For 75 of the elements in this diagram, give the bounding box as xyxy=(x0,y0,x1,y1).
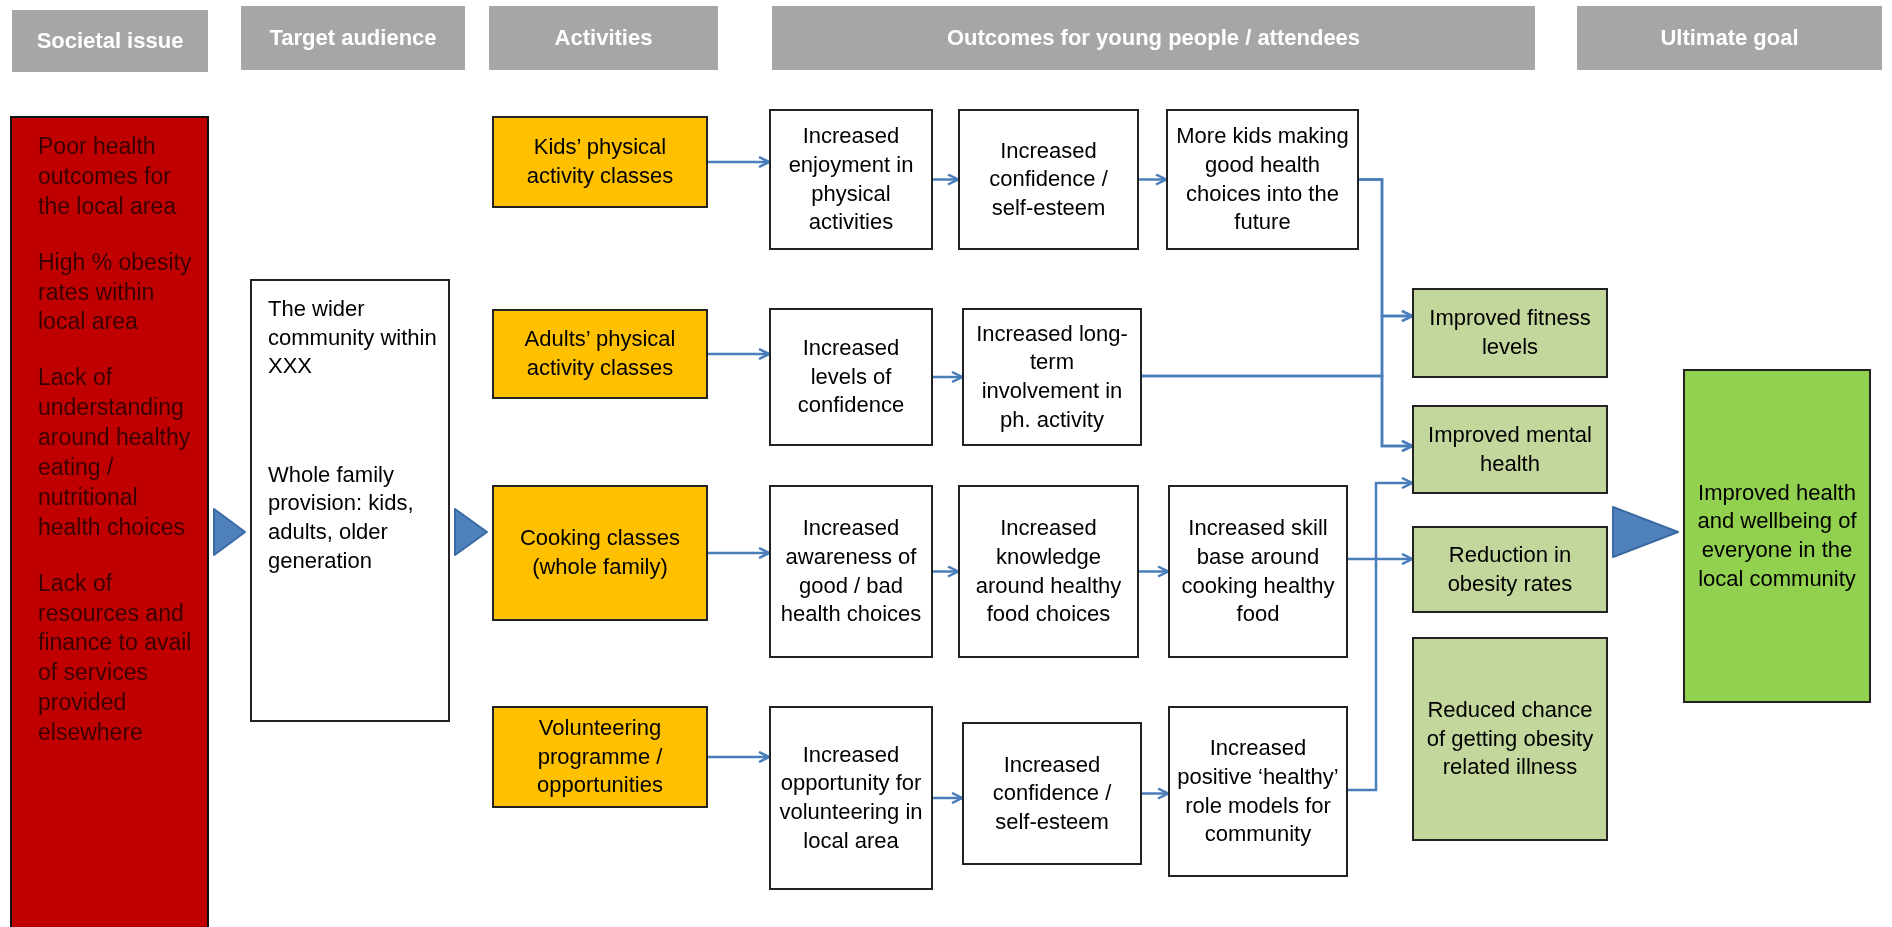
audience-box xyxy=(250,279,450,722)
arrow xyxy=(933,791,964,805)
box-text: High % obesity rates within local area xyxy=(38,247,193,337)
arrow xyxy=(708,750,771,764)
box-text: Reduction in obesity rates xyxy=(1446,540,1574,598)
box-text: Improved fitness levels xyxy=(1428,304,1592,361)
box-text: Volunteering programme / opportunities xyxy=(536,714,664,800)
header-text: Outcomes for young people / attendees xyxy=(946,23,1361,52)
arrow xyxy=(1142,374,1414,453)
box-text: More kids making good health choices into the future xyxy=(1175,122,1350,237)
outcome-box xyxy=(769,308,933,446)
box-text: Increased confidence / self-esteem xyxy=(991,750,1113,836)
result-box xyxy=(1412,637,1608,841)
header-bar xyxy=(1577,6,1882,70)
arrow xyxy=(1348,476,1414,792)
activity-box xyxy=(492,485,708,621)
chevron-arrow xyxy=(213,508,246,556)
arrow xyxy=(1348,552,1414,566)
header-text: Societal issue xyxy=(36,26,184,55)
activity-box xyxy=(492,706,708,808)
outcome-box xyxy=(1168,706,1348,877)
box-text: Improved health and wellbeing of everyone in the local community xyxy=(1697,478,1857,593)
chevron-arrow xyxy=(454,508,488,556)
outcome-box xyxy=(962,308,1142,446)
arrow xyxy=(708,347,771,361)
box-text: Increased awareness of good / bad health choices xyxy=(779,514,923,629)
box-text: Whole family provision: kids, adults, older generation xyxy=(268,460,415,575)
arrow xyxy=(1139,565,1170,578)
goal-box xyxy=(1683,369,1871,703)
outcome-box xyxy=(769,485,933,658)
box-text: Increased levels of confidence xyxy=(796,334,906,420)
outcome-box xyxy=(962,722,1142,865)
header-bar xyxy=(241,6,465,70)
box-text: Cooking classes (whole family) xyxy=(518,524,682,581)
arrow xyxy=(1139,173,1168,186)
activity-box xyxy=(492,116,708,208)
box-text: Increased confidence / self-esteem xyxy=(988,136,1109,222)
arrow xyxy=(708,546,771,560)
box-text: Poor health outcomes for the local area xyxy=(38,132,178,221)
header-text: Target audience xyxy=(269,23,437,52)
box-text: Lack of resources and finance to avail of services provided elsewhere xyxy=(38,568,193,748)
header-bar xyxy=(772,6,1535,70)
outcome-box xyxy=(958,485,1139,658)
box-text: The wider community within XXX xyxy=(268,295,438,381)
result-box xyxy=(1412,288,1608,378)
outcome-box xyxy=(1168,485,1348,658)
header-text: Activities xyxy=(554,23,653,52)
box-text: Improved mental health xyxy=(1427,420,1593,478)
outcome-box xyxy=(958,109,1139,250)
box-text: Adults’ physical activity classes xyxy=(523,325,677,382)
outcome-box xyxy=(1166,109,1359,250)
arrow xyxy=(1142,787,1170,800)
issue-box xyxy=(10,116,209,927)
arrow xyxy=(708,155,771,169)
header-bar xyxy=(489,6,718,70)
result-box xyxy=(1412,526,1608,613)
box-text: Increased positive ‘healthy’ role models for community xyxy=(1176,734,1340,849)
box-text: Reduced chance of getting obesity related illness xyxy=(1425,696,1595,782)
box-text: Lack of understanding around healthy eating / nutritional health choices xyxy=(38,363,192,542)
box-text: Kids’ physical activity classes xyxy=(525,133,675,190)
activity-box xyxy=(492,309,708,399)
arrow xyxy=(933,565,960,578)
box-text: Increased enjoyment in physical activities xyxy=(787,122,915,237)
chevron-arrow xyxy=(1612,506,1679,558)
outcome-box xyxy=(769,706,933,890)
box-text: Increased knowledge around healthy food choices xyxy=(974,514,1123,629)
header-bar xyxy=(12,10,208,72)
header-text: Ultimate goal xyxy=(1660,23,1799,52)
box-text: Increased skill base around cooking healthy food xyxy=(1180,514,1336,629)
box-text: Increased long-term involvement in ph. activity xyxy=(975,319,1129,434)
arrow xyxy=(933,173,960,186)
box-text: Increased opportunity for volunteering in local area xyxy=(778,740,924,855)
arrow xyxy=(933,370,964,384)
outcome-box xyxy=(769,109,933,250)
result-box xyxy=(1412,405,1608,494)
